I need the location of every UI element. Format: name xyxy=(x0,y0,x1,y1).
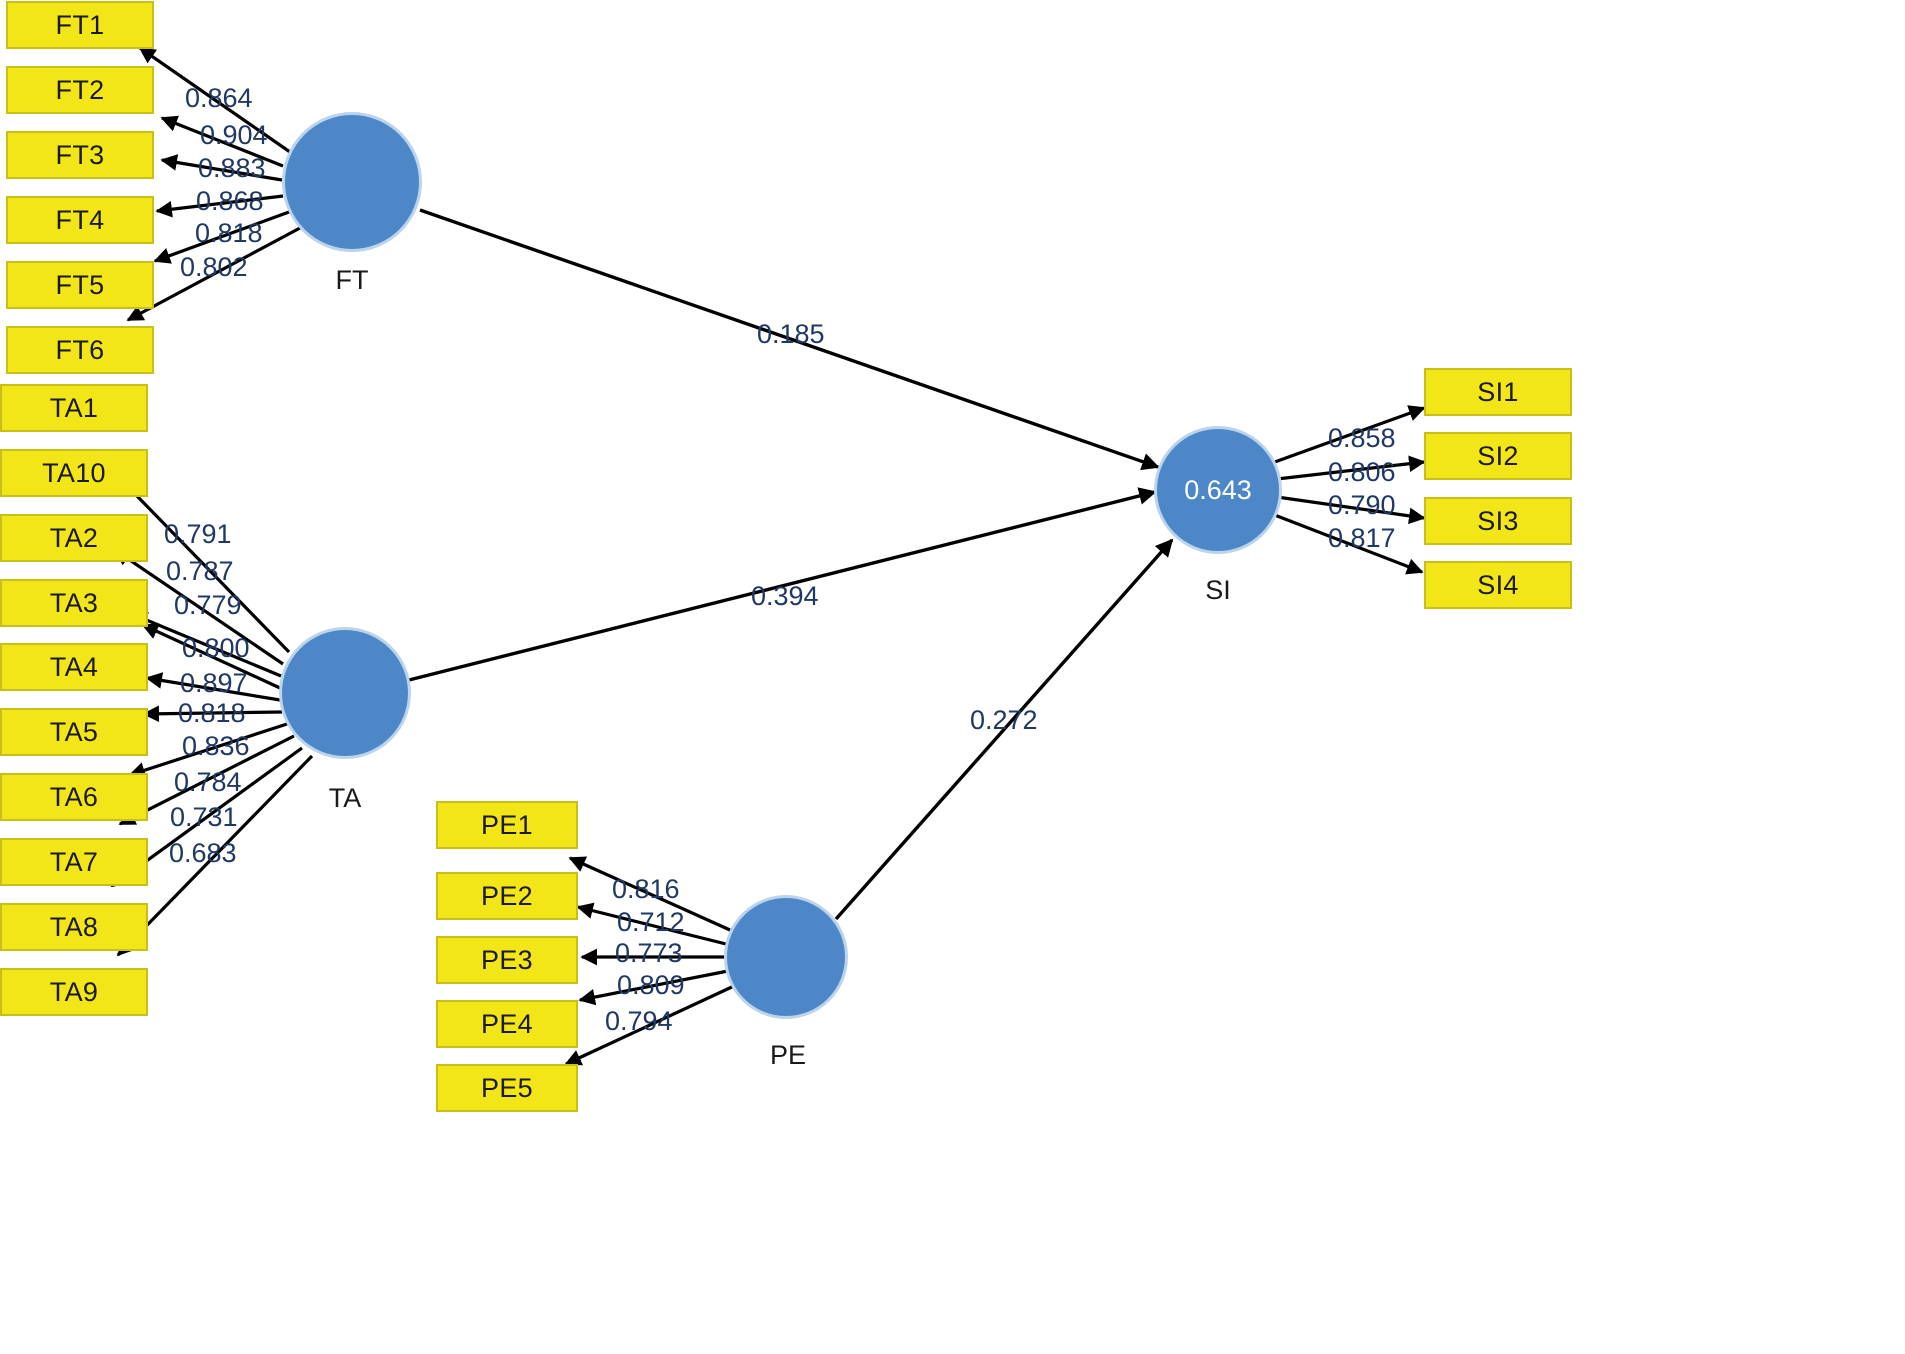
indicator-box-ft2[interactable]: FT2 xyxy=(6,66,154,114)
indicator-box-ta7[interactable]: TA7 xyxy=(0,838,148,886)
indicator-box-ta3[interactable]: TA3 xyxy=(0,579,148,627)
loading-label-pe2: 0.712 xyxy=(617,907,685,937)
ft-loading-arrows xyxy=(126,46,301,322)
loading-label-pe5: 0.794 xyxy=(605,1006,673,1036)
indicator-box-ta2[interactable]: TA2 xyxy=(0,514,148,562)
path-label-ft-si: 0.185 xyxy=(757,319,825,349)
loading-label-ta2: 0.779 xyxy=(174,590,242,620)
loading-label-ta9: 0.683 xyxy=(169,838,237,868)
indicator-box-ta8[interactable]: TA8 xyxy=(0,903,148,951)
indicator-box-si1[interactable]: SI1 xyxy=(1424,368,1572,416)
construct-label-ft: FT xyxy=(335,265,369,295)
indicator-box-ta4[interactable]: TA4 xyxy=(0,643,148,691)
loading-label-si2: 0.806 xyxy=(1328,457,1396,487)
loading-label-ta4: 0.897 xyxy=(180,668,248,698)
indicator-box-si4[interactable]: SI4 xyxy=(1424,561,1572,609)
indicator-box-pe3[interactable]: PE3 xyxy=(436,936,578,984)
structural-paths xyxy=(408,208,1174,921)
indicator-box-ta5[interactable]: TA5 xyxy=(0,708,148,756)
loading-label-ft3: 0.883 xyxy=(198,153,266,183)
indicator-box-ft6[interactable]: FT6 xyxy=(6,326,154,374)
indicator-box-si2[interactable]: SI2 xyxy=(1424,432,1572,480)
loading-label-ta10: 0.787 xyxy=(166,556,234,586)
indicator-box-pe2[interactable]: PE2 xyxy=(436,872,578,920)
construct-label-si: SI xyxy=(1205,575,1231,605)
construct-circle-pe[interactable] xyxy=(724,895,848,1019)
path-pe-si xyxy=(834,538,1174,921)
loading-label-si3: 0.790 xyxy=(1328,490,1396,520)
loading-label-ft1: 0.864 xyxy=(185,83,253,113)
si-loading-arrows xyxy=(1271,405,1426,575)
indicator-box-ft3[interactable]: FT3 xyxy=(6,131,154,179)
loading-label-ta8: 0.731 xyxy=(170,802,238,832)
path-ta-si xyxy=(408,487,1157,682)
indicator-box-pe1[interactable]: PE1 xyxy=(436,801,578,849)
construct-circle-ft[interactable] xyxy=(282,112,422,252)
indicator-box-ta1[interactable]: TA1 xyxy=(0,384,148,432)
construct-circle-si[interactable]: 0.643 xyxy=(1154,426,1282,554)
indicator-box-pe5[interactable]: PE5 xyxy=(436,1064,578,1112)
loading-label-ta7: 0.784 xyxy=(174,767,242,797)
path-label-ta-si: 0.394 xyxy=(751,581,819,611)
loading-label-pe1: 0.816 xyxy=(612,874,680,904)
indicator-box-si3[interactable]: SI3 xyxy=(1424,497,1572,545)
indicator-box-ft4[interactable]: FT4 xyxy=(6,196,154,244)
indicator-box-ft5[interactable]: FT5 xyxy=(6,261,154,309)
construct-label-pe: PE xyxy=(769,1040,807,1070)
indicator-box-pe4[interactable]: PE4 xyxy=(436,1000,578,1048)
construct-label-ta: TA xyxy=(328,783,362,813)
path-label-pe-si: 0.272 xyxy=(970,705,1038,735)
indicator-box-ta10[interactable]: TA10 xyxy=(0,449,148,497)
loading-label-ft4: 0.868 xyxy=(196,186,264,216)
indicator-box-ta6[interactable]: TA6 xyxy=(0,773,148,821)
path-ft-si xyxy=(419,208,1160,471)
indicator-box-ta9[interactable]: TA9 xyxy=(0,968,148,1016)
indicator-box-ft1[interactable]: FT1 xyxy=(6,1,154,49)
loading-label-ta5: 0.818 xyxy=(178,698,246,728)
loading-label-pe4: 0.809 xyxy=(617,970,685,1000)
pe-loading-arrows xyxy=(564,856,735,1066)
loading-label-ta1: 0.791 xyxy=(164,519,232,549)
loading-label-si1: 0.858 xyxy=(1328,423,1396,453)
loading-label-pe3: 0.773 xyxy=(615,938,683,968)
loading-label-ft2: 0.904 xyxy=(200,120,268,150)
loading-label-si4: 0.817 xyxy=(1328,523,1396,553)
construct-circle-ta[interactable] xyxy=(279,627,411,759)
loading-label-ft6: 0.802 xyxy=(180,252,248,282)
loading-label-ta3: 0.800 xyxy=(182,633,250,663)
loading-label-ta6: 0.836 xyxy=(182,731,250,761)
loading-label-ft5: 0.818 xyxy=(195,218,263,248)
